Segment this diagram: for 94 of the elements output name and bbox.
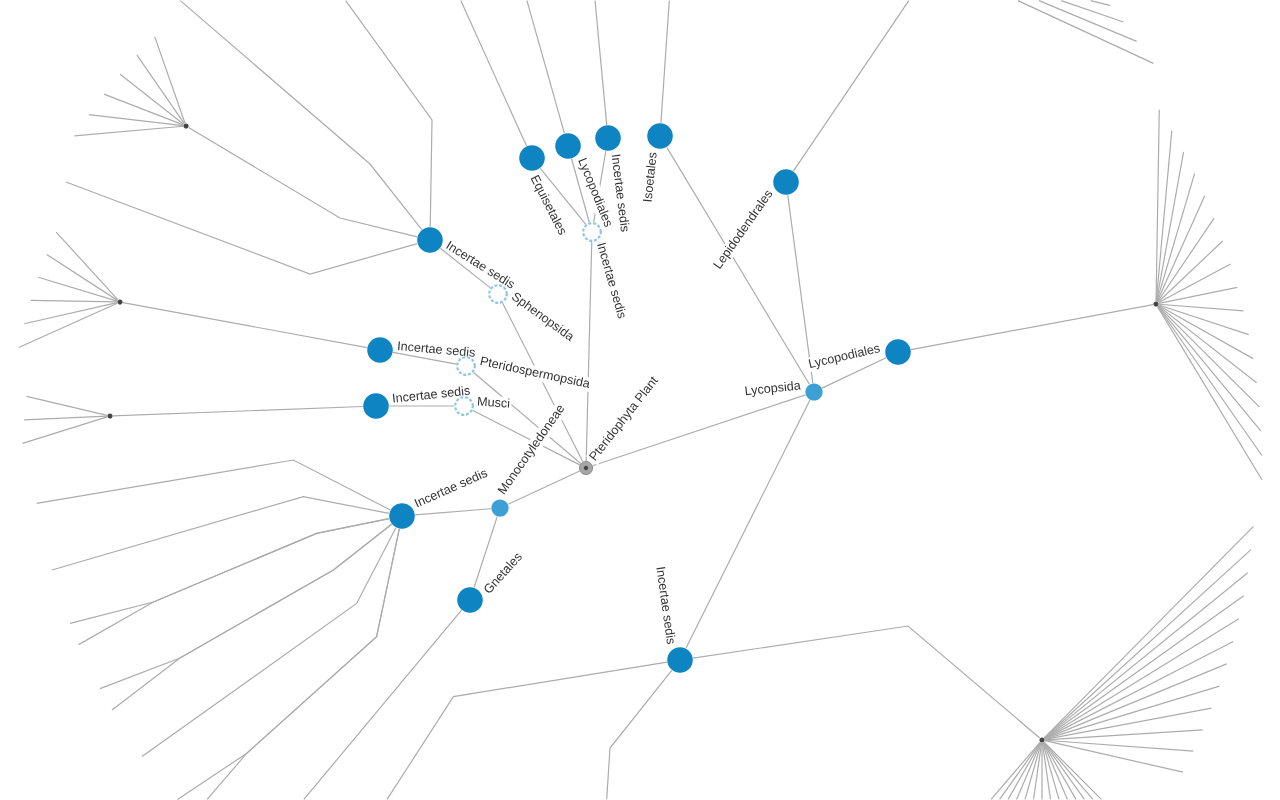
branch-line [73, 125, 184, 137]
branch-line [1032, 742, 1043, 800]
branch-line [1156, 195, 1206, 302]
branch-line [660, 0, 670, 124]
branch-line [1044, 685, 1221, 740]
branch-line [1043, 618, 1240, 740]
branch-line [526, 0, 565, 134]
branch-line [585, 241, 593, 462]
branch-line [1157, 217, 1215, 303]
branch-line [592, 394, 807, 467]
branch-line [1015, 742, 1042, 800]
branch-line [388, 405, 455, 407]
branch-line [1043, 595, 1245, 739]
branch-line [88, 114, 184, 127]
branch-line [501, 302, 584, 463]
branch-line [1155, 151, 1185, 302]
branch-line [23, 415, 108, 421]
branch-line [414, 508, 492, 516]
branch-line [188, 126, 418, 238]
branch-line [36, 459, 391, 511]
branch-line [1158, 304, 1254, 360]
branch-line [122, 301, 368, 349]
branch-line [594, 0, 608, 126]
branch-line [345, 0, 433, 228]
branch-point [117, 299, 123, 305]
branch-line [1158, 304, 1250, 336]
branch-line [1044, 640, 1234, 740]
branch-line [1042, 742, 1069, 800]
branch-line [685, 399, 811, 649]
branch-line [1155, 109, 1160, 302]
branch-line [37, 276, 118, 302]
branch-line [1044, 707, 1213, 741]
branch-line [303, 609, 463, 800]
branch-line [990, 741, 1041, 800]
branch-line [1157, 305, 1260, 408]
branch-line [103, 93, 184, 126]
branch-line [1158, 263, 1232, 304]
branch-line [1157, 240, 1224, 303]
branch-line [439, 247, 491, 289]
branch-line [179, 0, 423, 231]
branch-line [460, 0, 528, 147]
branch-line [1044, 729, 1204, 741]
branch-line [1156, 173, 1196, 302]
branch-line [1041, 742, 1043, 800]
branch-line [606, 669, 673, 800]
branch-line [30, 299, 118, 303]
branch-line [539, 167, 587, 225]
branch-point [107, 413, 113, 419]
branch-line [692, 625, 1041, 739]
branch-line [1157, 305, 1262, 432]
branch-line [78, 518, 390, 646]
branch-line [1043, 741, 1086, 800]
branch-line [136, 54, 185, 125]
branch-line [472, 371, 582, 465]
branch-line [472, 409, 581, 466]
branch-line [55, 231, 119, 301]
branch-line [386, 661, 668, 800]
branch-line [999, 741, 1041, 800]
branch-line [1042, 742, 1060, 800]
branch-line [21, 416, 108, 444]
branch-line [1024, 742, 1042, 800]
branch-line [23, 302, 118, 325]
branch-line [507, 470, 581, 505]
branch-line [1044, 740, 1184, 773]
branch-line [154, 36, 186, 124]
branch-line [46, 253, 119, 301]
branch-line [792, 0, 910, 172]
branch-line [1158, 303, 1245, 312]
branch-line [1042, 742, 1077, 800]
branch-line [26, 395, 108, 416]
branch-line [593, 150, 607, 223]
branch-point [183, 123, 189, 129]
branch-line [473, 515, 498, 589]
branch-line [112, 405, 364, 417]
branch-line [392, 351, 457, 365]
branch-line [1157, 305, 1258, 384]
branch-line [51, 496, 390, 571]
branch-line [1041, 742, 1052, 800]
branch-line [666, 146, 810, 385]
branch-line [1044, 663, 1228, 740]
branch-line [570, 158, 590, 224]
branch-line [1007, 742, 1042, 800]
branch-line [1155, 130, 1173, 302]
branch-line [65, 181, 418, 275]
branch-point [1153, 301, 1159, 307]
branch-line [787, 194, 814, 384]
branch-point [1039, 737, 1045, 743]
branch-line [1158, 286, 1239, 304]
branch-line [821, 357, 887, 389]
branch-line [141, 527, 397, 758]
branch-line [910, 303, 1154, 351]
branch-line [119, 73, 185, 125]
branch-line [1044, 739, 1194, 752]
branch-line [18, 302, 118, 349]
